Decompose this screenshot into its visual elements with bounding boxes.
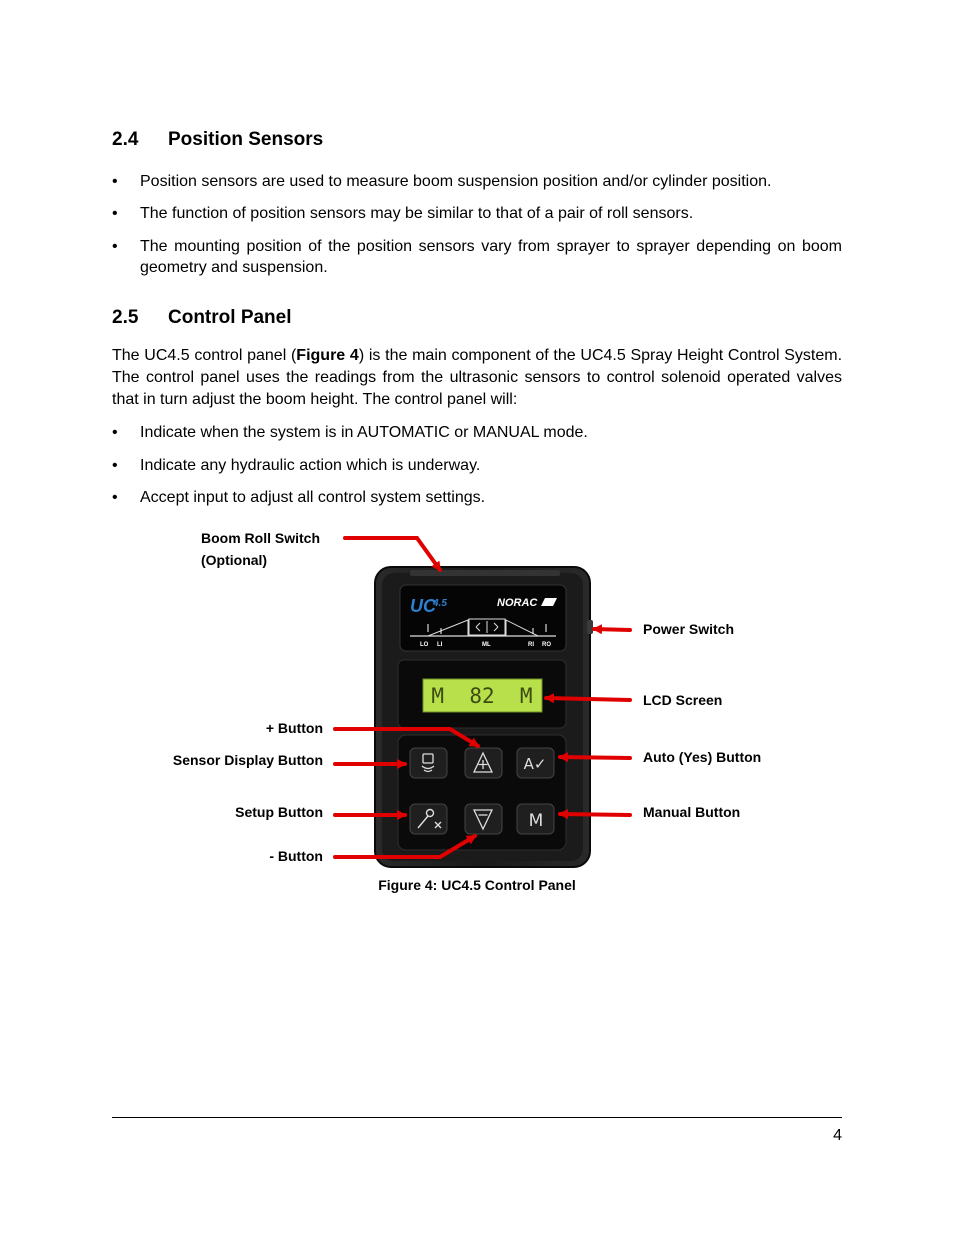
- sensor-label-lo: LO: [420, 642, 429, 648]
- section-title: Position Sensors: [168, 129, 324, 150]
- list-item: • Indicate when the system is in AUTOMAT…: [112, 424, 588, 441]
- label-lcd-screen: LCD Screen: [643, 692, 723, 708]
- arrow-lcd: [544, 693, 632, 704]
- sensor-display-button[interactable]: [409, 747, 448, 779]
- label-minus-button: - Button: [269, 848, 323, 864]
- manual-button[interactable]: M: [516, 803, 555, 835]
- list-item: • The function of position sensors may b…: [112, 205, 694, 222]
- plus-button[interactable]: [464, 747, 503, 779]
- label-auto-button: Auto (Yes) Button: [643, 749, 762, 765]
- callout-arrows: [333, 536, 632, 859]
- power-switch[interactable]: [587, 620, 593, 634]
- label-sensor-display-button: Sensor Display Button: [172, 752, 323, 768]
- device-logo-version: 4.5: [432, 598, 447, 609]
- arrow-boom-roll: [343, 536, 442, 572]
- list-item: • Indicate any hydraulic action which is…: [112, 457, 481, 474]
- setup-button[interactable]: [409, 803, 448, 835]
- boom-status-panel: [399, 584, 567, 652]
- bullet-icon: •: [112, 173, 118, 190]
- page-number: 4: [833, 1127, 842, 1144]
- svg-text:M: M: [529, 811, 544, 831]
- body-paragraph: The UC4.5 control panel (Figure 4) is th…: [112, 347, 843, 408]
- section-number: 2.4: [112, 129, 139, 150]
- arrow-manual: [558, 809, 632, 820]
- plus-icon: [472, 751, 494, 773]
- arrow-power: [592, 624, 632, 635]
- bullet-icon: •: [112, 238, 118, 255]
- arrow-plus: [333, 727, 480, 748]
- brand-mark-icon: [541, 598, 557, 606]
- label-power-switch: Power Switch: [643, 621, 735, 637]
- sensor-label-ro: RO: [542, 642, 551, 648]
- list-item: • The mounting position of the position …: [112, 238, 842, 276]
- bullet-icon: •: [112, 424, 118, 441]
- arrow-auto: [558, 752, 632, 763]
- figure-caption: Figure 4: UC4.5 Control Panel: [378, 877, 576, 893]
- section-number: 2.5: [112, 307, 139, 328]
- arrow-minus: [333, 834, 477, 859]
- device-logo: UC: [410, 596, 437, 616]
- svg-text:A✓: A✓: [524, 755, 547, 773]
- lcd-text: M 82 M: [431, 684, 532, 708]
- sensor-label-ri: RI: [528, 642, 534, 648]
- sensor-label-li: LI: [437, 642, 443, 648]
- figure-reference: Figure 4: [296, 347, 359, 364]
- footer-divider: [112, 1117, 842, 1118]
- label-boom-roll-optional: (Optional): [201, 552, 268, 568]
- wrench-icon: [417, 808, 442, 829]
- minus-icon: [472, 809, 494, 831]
- minus-button[interactable]: [464, 803, 503, 835]
- lcd-screen: [422, 678, 543, 713]
- label-boom-roll-switch: Boom Roll Switch: [201, 530, 320, 546]
- label-setup-button: Setup Button: [235, 804, 323, 820]
- label-manual-button: Manual Button: [643, 804, 741, 820]
- bullet-icon: •: [112, 457, 118, 474]
- auto-yes-button[interactable]: A✓: [516, 747, 555, 779]
- bullet-icon: •: [112, 205, 118, 222]
- section-title: Control Panel: [168, 307, 292, 328]
- device-brand: NORAC: [497, 597, 538, 609]
- sensor-display-icon: [421, 753, 435, 773]
- bullet-icon: •: [112, 489, 118, 506]
- sensor-label-ml: ML: [482, 642, 491, 648]
- label-plus-button: + Button: [265, 720, 323, 736]
- list-item: • Position sensors are used to measure b…: [112, 173, 772, 190]
- list-item: • Accept input to adjust all control sys…: [112, 489, 486, 506]
